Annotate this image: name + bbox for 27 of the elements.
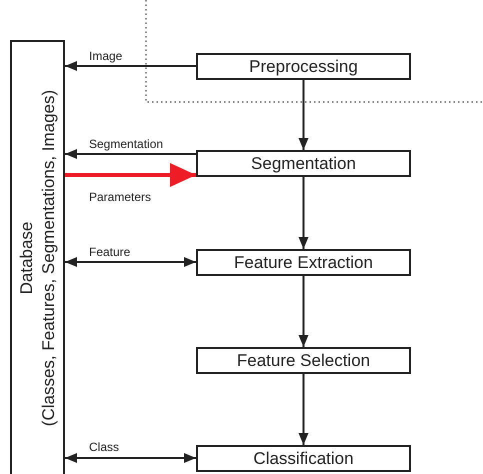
arrow (65, 163, 196, 187)
node-text: Database (16, 222, 36, 294)
node-text: Segmentation (251, 154, 356, 174)
node-text: Classification (253, 448, 354, 468)
process-box (196, 53, 411, 80)
edge-label: Parameters (88, 191, 152, 204)
arrow (65, 453, 196, 463)
edge-label: Feature (88, 246, 132, 259)
arrow (298, 374, 308, 445)
arrow (298, 177, 308, 249)
node-text: Feature Selection (236, 350, 370, 370)
node-text: Feature Extraction (234, 252, 373, 272)
node-text: Preprocessing (249, 56, 358, 76)
arrow (298, 276, 308, 347)
process-box (196, 150, 411, 177)
edge-label: Segmentation (88, 138, 164, 151)
arrow (65, 61, 196, 71)
process-box (196, 249, 411, 276)
edge-label: Image (88, 50, 124, 63)
process-box (196, 445, 411, 472)
arrow (65, 149, 196, 159)
arrow (65, 257, 196, 267)
arrow (298, 80, 308, 150)
edge-label: Class (88, 441, 120, 454)
database-box (10, 40, 65, 474)
node-text: (Classes, Features, Segmentations, Images) (38, 90, 58, 426)
process-box (196, 347, 411, 374)
